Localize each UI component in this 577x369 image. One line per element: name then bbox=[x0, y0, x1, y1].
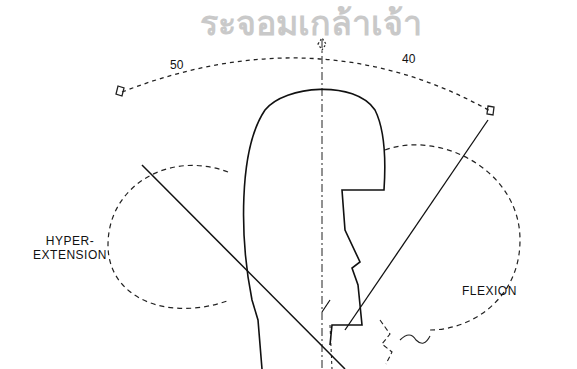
motion-label: HYPER- EXTENSION bbox=[24, 234, 116, 262]
motion-label: FLEXION bbox=[462, 284, 517, 298]
watermark: ระจอมเกล้าเจ้า bbox=[200, 0, 422, 50]
angle-number: 50 bbox=[170, 58, 183, 72]
angle-number: 40 bbox=[402, 52, 415, 66]
